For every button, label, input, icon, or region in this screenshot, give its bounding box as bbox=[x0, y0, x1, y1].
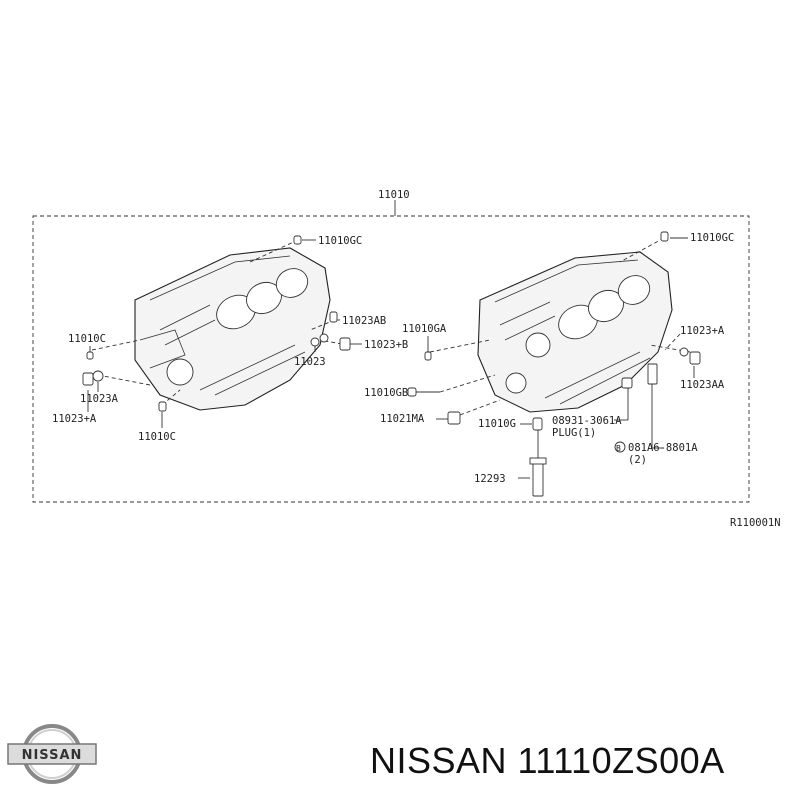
nissan-logo: NISSAN bbox=[7, 724, 97, 784]
left-engine-block bbox=[134, 247, 331, 411]
right-callout-lines bbox=[416, 237, 695, 479]
left-callout-11023a: 11023A bbox=[80, 393, 119, 405]
bolt-mark-circle bbox=[614, 441, 626, 453]
assembly-label: 11010 bbox=[378, 189, 410, 201]
left-callout-11010c-lower: 11010C bbox=[138, 431, 176, 443]
bolt-mark-letter: B bbox=[616, 444, 621, 453]
right-callout-plug: PLUG(1) bbox=[552, 427, 596, 439]
left-callout-11023: 11023 bbox=[294, 356, 326, 368]
left-callout-11023plusa: 11023+A bbox=[52, 413, 97, 425]
right-callout-11023plusa: 11023+A bbox=[680, 325, 725, 337]
left-small-parts bbox=[82, 235, 351, 412]
right-callout-11010gb: 11010GB bbox=[364, 387, 408, 399]
right-callout-11010ga: 11010GA bbox=[402, 323, 447, 335]
product-title: NISSAN 11110ZS00A bbox=[370, 740, 725, 781]
left-callout-11023ab: 11023AB bbox=[342, 315, 386, 327]
assembly-frame bbox=[32, 200, 750, 503]
right-callout-12293: 12293 bbox=[474, 473, 506, 485]
right-callout-081a6-8801a: 081A6-8801A bbox=[628, 442, 698, 454]
right-callout-11021ma: 11021MA bbox=[380, 413, 425, 425]
right-small-parts bbox=[407, 231, 701, 497]
right-callout-11010gc: 11010GC bbox=[690, 232, 734, 244]
right-callout-08931-3061a: 08931-3061A bbox=[552, 415, 622, 427]
right-callout-11023aa: 11023AA bbox=[680, 379, 725, 391]
left-callout-11023plusb: 11023+B bbox=[364, 339, 408, 351]
right-callout-11010g: 11010G bbox=[478, 418, 516, 430]
svg-text:NISSAN: NISSAN bbox=[22, 748, 83, 763]
left-callout-11010gc: 11010GC bbox=[318, 235, 362, 247]
right-callout-bolt-qty: (2) bbox=[628, 454, 647, 466]
left-callout-11010c-upper: 11010C bbox=[68, 333, 106, 345]
reference-code: R110001N bbox=[730, 517, 781, 529]
right-engine-block bbox=[477, 251, 673, 413]
